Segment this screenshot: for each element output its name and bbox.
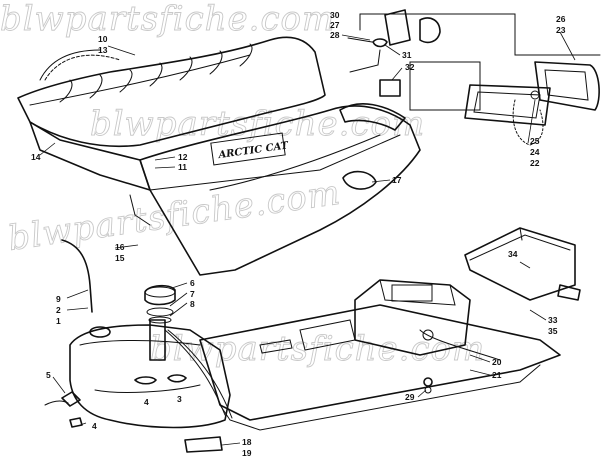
callout-number: 6 bbox=[190, 278, 195, 288]
callout-number: 31 bbox=[402, 50, 412, 60]
callout-number: 13 bbox=[98, 45, 108, 55]
callout-number: 18 bbox=[242, 437, 252, 447]
callout-number: 15 bbox=[115, 253, 125, 263]
callout-number: 11 bbox=[178, 162, 187, 172]
callout-number: 4 bbox=[92, 421, 97, 431]
callout-number: 24 bbox=[530, 147, 540, 157]
callout-number: 3 bbox=[177, 394, 182, 404]
callout-number: 32 bbox=[405, 62, 415, 72]
watermark: blwpartsfiche.com bbox=[6, 173, 344, 259]
callout-number: 4 bbox=[144, 397, 149, 407]
callout-number: 28 bbox=[330, 30, 340, 40]
callout-number: 22 bbox=[530, 158, 540, 168]
callout-number: 23 bbox=[556, 25, 566, 35]
rear-bracket bbox=[464, 227, 581, 301]
callout-number: 27 bbox=[330, 20, 340, 30]
callout-number: 33 bbox=[548, 315, 558, 325]
callout-number: 19 bbox=[242, 448, 252, 458]
callout-number: 16 bbox=[115, 242, 125, 252]
vent-hose bbox=[61, 239, 93, 313]
callout-number: 10 bbox=[98, 34, 108, 44]
callout-number: 20 bbox=[492, 357, 502, 367]
callout-number: 12 bbox=[178, 152, 188, 162]
callout-number: 25 bbox=[530, 136, 540, 146]
callout-number: 8 bbox=[190, 299, 195, 309]
callout-number: 29 bbox=[405, 392, 415, 402]
callout-number: 1 bbox=[56, 316, 61, 326]
callout-number: 5 bbox=[46, 370, 51, 380]
callout-number: 14 bbox=[31, 152, 41, 162]
callout-number: 30 bbox=[330, 10, 340, 20]
watermark: blwpartsfiche.com bbox=[90, 104, 425, 144]
callout-number: 9 bbox=[56, 294, 61, 304]
fuel-lines bbox=[44, 329, 501, 453]
callout-number: 7 bbox=[190, 289, 195, 299]
callout-number: 2 bbox=[56, 305, 61, 315]
callout-number: 26 bbox=[556, 14, 566, 24]
callouts: 10 13 14 12 11 17 16 15 30 27 28 31 32 2… bbox=[31, 10, 566, 458]
callout-number: 21 bbox=[492, 370, 502, 380]
chassis-frame bbox=[199, 279, 561, 431]
callout-number: 34 bbox=[508, 249, 518, 259]
watermark: blwpartsfiche.com bbox=[0, 0, 335, 39]
leader-lines bbox=[39, 31, 576, 446]
callout-number: 35 bbox=[548, 326, 558, 336]
callout-number: 17 bbox=[392, 175, 402, 185]
fuel-tank bbox=[69, 319, 231, 429]
taillight-assembly bbox=[347, 9, 601, 146]
fuel-cap bbox=[144, 284, 176, 324]
